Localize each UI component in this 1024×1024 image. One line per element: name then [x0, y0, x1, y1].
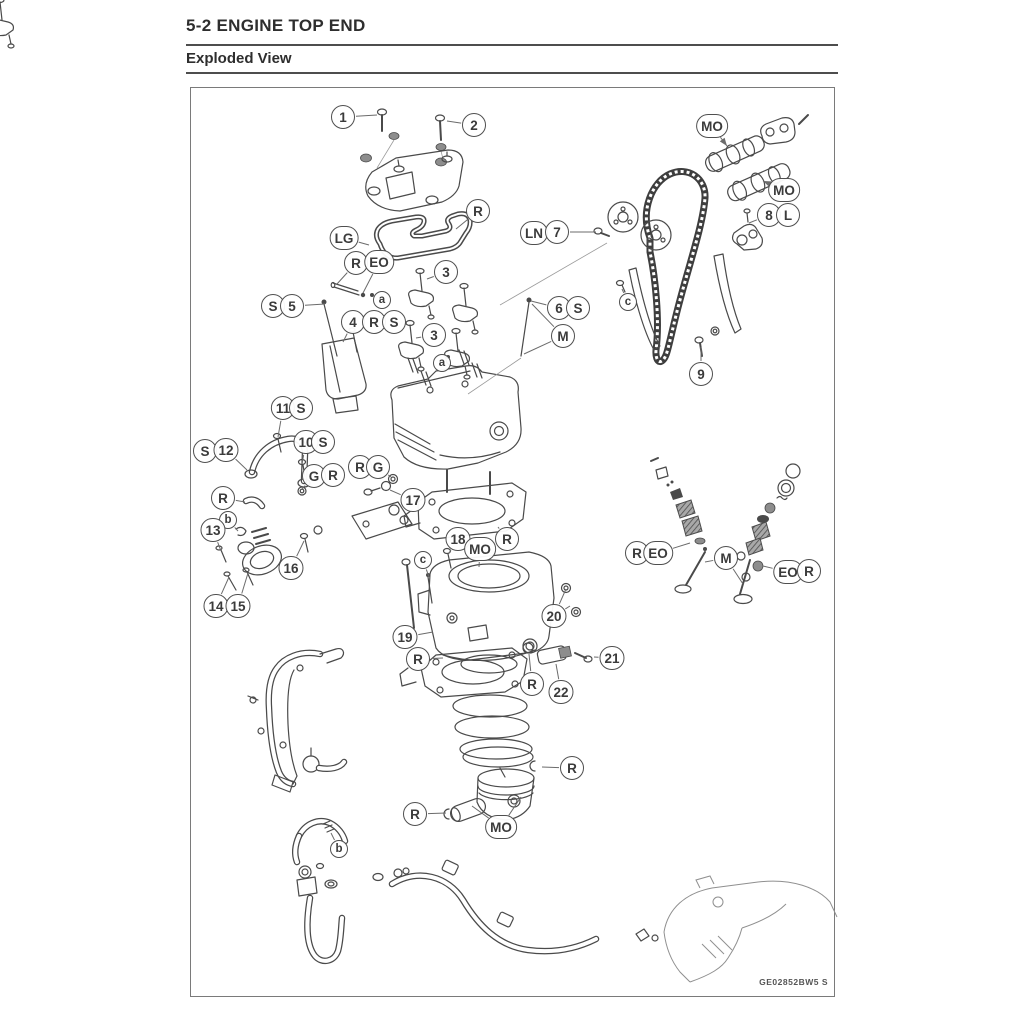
callout-eo-44: EO [643, 541, 673, 565]
valve-assembly-intake [650, 457, 707, 594]
callout-c-14: c [619, 293, 637, 311]
callout-mo-3: MO [768, 178, 800, 202]
callout-r-49: R [797, 559, 821, 583]
page-title: 5-2 ENGINE TOP END [186, 16, 366, 35]
callout-l-6: L [776, 203, 800, 227]
callout-s-21: S [382, 310, 406, 334]
callout-r-10: R [344, 251, 368, 275]
callout-eo-48: EO [773, 560, 803, 584]
callout-r-36: R [211, 486, 235, 510]
callout-3-22: 3 [422, 323, 446, 347]
leader-lines [217, 114, 773, 841]
callout-ln-7: LN [520, 221, 548, 245]
figure-code: GE02852BW5 S [759, 977, 828, 987]
header-rule [186, 44, 838, 46]
callout-r-56: R [520, 672, 544, 696]
subtitle-rule [186, 72, 838, 74]
callout-20-52: 20 [541, 604, 567, 628]
valve-cover-drawing [360, 108, 464, 212]
callout-m-45: M [714, 546, 738, 570]
cylinder-drawing [417, 551, 582, 674]
callout-2-1: 2 [462, 113, 486, 137]
callout-mo-60: MO [485, 815, 517, 839]
cylinder-head-drawing [390, 297, 532, 495]
callout-17-37: 17 [400, 488, 426, 512]
valve-cover-gasket-drawing [373, 211, 473, 261]
callout-r-40: R [495, 527, 519, 551]
piston-drawing [443, 760, 536, 823]
callout-b-61: b [330, 840, 348, 858]
callout-12-31: 12 [213, 438, 239, 462]
callout-lg-9: LG [329, 226, 359, 250]
callout-mo-2: MO [696, 114, 728, 138]
callout-14-50: 14 [203, 594, 229, 618]
cam-chain-drawing [499, 168, 709, 365]
callout-r-4: R [466, 199, 490, 223]
callout-r-35: R [321, 463, 345, 487]
callout-r-58: R [560, 756, 584, 780]
callout-4-19: 4 [341, 310, 365, 334]
callout-mo-42: MO [464, 537, 496, 561]
piston-rings-drawing [452, 694, 534, 778]
callout-19-53: 19 [392, 625, 418, 649]
callout-s-27: S [289, 396, 313, 420]
rocker-arm-assemblies [0, 0, 479, 380]
page-subtitle: Exploded View [186, 50, 292, 67]
callout-s-29: S [311, 430, 335, 454]
callout-13-39: 13 [200, 518, 226, 542]
callout-a-13: a [373, 291, 391, 309]
callout-m-23: M [551, 324, 575, 348]
callout-5-16: 5 [280, 294, 304, 318]
cylinder-hardware-drawing [401, 547, 593, 665]
callout-eo-11: EO [364, 250, 394, 274]
callout-c-46: c [414, 551, 432, 569]
callout-7-8: 7 [545, 220, 569, 244]
callout-r-59: R [403, 802, 427, 826]
callout-1-0: 1 [331, 105, 355, 129]
callout-16-47: 16 [278, 556, 304, 580]
engine-case-sketch [663, 875, 838, 983]
callout-3-12: 3 [434, 260, 458, 284]
dowel-pin-drawing [330, 281, 366, 298]
frame-bracket-drawing [247, 648, 348, 793]
callout-s-18: S [566, 296, 590, 320]
callout-g-33: G [366, 455, 390, 479]
callout-15-51: 15 [225, 594, 251, 618]
camshaft-cap-bracket-drawing [321, 299, 367, 414]
valve-assembly-exhaust [733, 463, 801, 605]
callout-9-25: 9 [689, 362, 713, 386]
callout-22-57: 22 [548, 680, 574, 704]
callout-21-54: 21 [599, 646, 625, 670]
head-gasket-drawing [403, 482, 527, 540]
callout-s-15: S [261, 294, 285, 318]
callout-r-55: R [406, 647, 430, 671]
hoses-drawing [292, 817, 659, 965]
callout-a-24: a [433, 354, 451, 372]
camshafts-drawing [593, 114, 809, 251]
